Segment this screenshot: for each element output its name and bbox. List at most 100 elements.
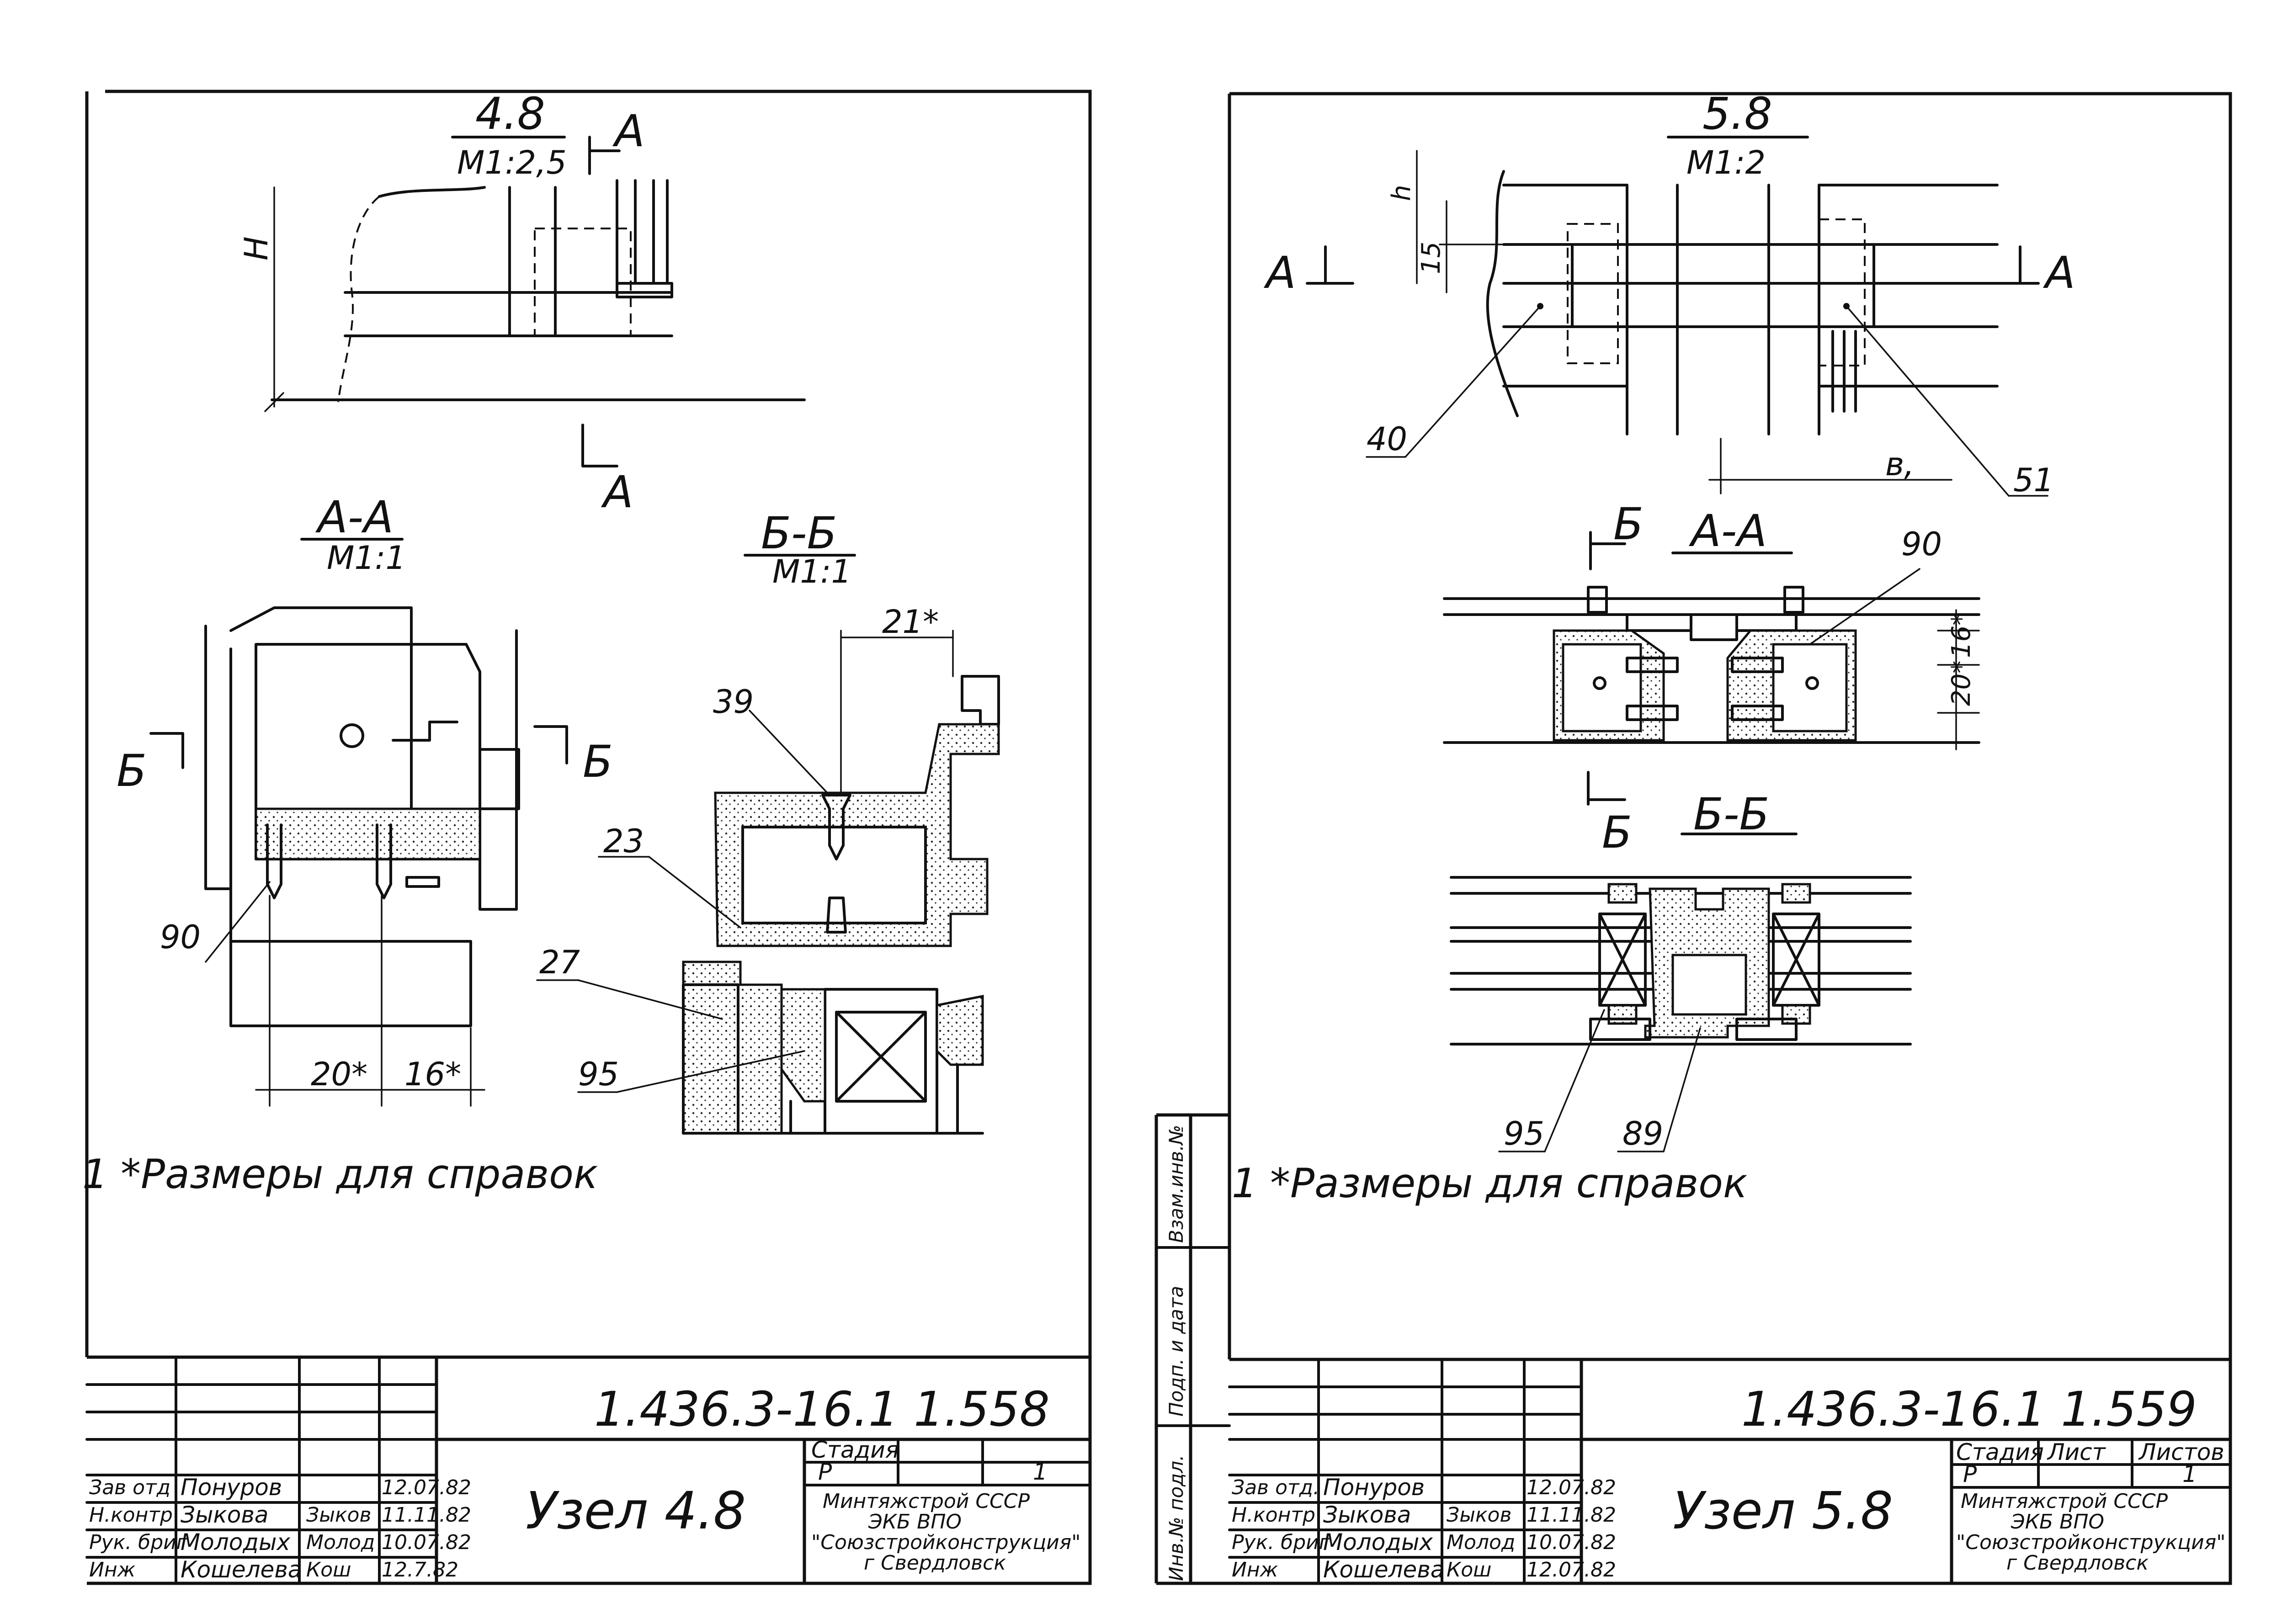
bb-spacer-box xyxy=(835,1011,927,1103)
plan2-hidden-right xyxy=(1818,218,1866,366)
node-header: 4.8 xyxy=(475,88,545,139)
bb2-seal-bl xyxy=(1607,1004,1638,1025)
tb-stage: Р xyxy=(818,1459,832,1485)
note-reference-sizes-2: 1 *Размеры для справок xyxy=(1232,1160,1747,1207)
tb-role-3: Рук. бриг xyxy=(89,1531,187,1554)
cut-mark-top: A xyxy=(612,106,645,157)
tb2-stage: Р xyxy=(1963,1461,1977,1487)
aa2-pin-4 xyxy=(1731,705,1784,721)
callout-23: 23 xyxy=(603,823,644,860)
bb-left-block xyxy=(682,961,783,1135)
tb-role-2: Н.контр xyxy=(89,1503,173,1527)
sheet-left: 4.8 M1:2,5 A H xyxy=(82,88,1092,1585)
aa-hatched-fill xyxy=(255,807,481,860)
tb-node-name: Узел 4.8 xyxy=(526,1481,746,1541)
callout-39-leader xyxy=(749,710,828,794)
tb2-org-1: Минтяжстрой СССР xyxy=(1961,1490,2168,1513)
tb-role-4: Инж xyxy=(89,1558,136,1582)
tb2-name-4: Кошелева xyxy=(1323,1556,1444,1583)
bb-screw-lower xyxy=(826,897,847,934)
tb2-name-2: Зыкова xyxy=(1323,1502,1411,1528)
callout-40-leader xyxy=(1404,305,1541,458)
callout-27: 27 xyxy=(539,944,580,981)
tb-org-2: ЭКБ ВПО xyxy=(868,1510,962,1534)
aa-screw-hole xyxy=(340,723,364,748)
tb-code: 1.436.3-16.1 1.558 xyxy=(594,1381,1050,1437)
aa2-cut-label: Б xyxy=(1613,499,1644,550)
bb2-seal-tr xyxy=(1781,883,1811,904)
dim-h-label: H xyxy=(238,236,275,260)
title-block-left: 1.436.3-16.1 1.558 Узел 4.8 Стадия Р 1 М… xyxy=(85,1355,1091,1585)
tb2-sign-3: Молод xyxy=(1447,1531,1515,1554)
aa-lower-box xyxy=(229,887,472,1027)
callout-23-leader xyxy=(648,856,741,929)
aa2-center-notch xyxy=(1690,613,1738,641)
cut-mark-bottom: A xyxy=(601,467,633,518)
plan2-hidden-left xyxy=(1567,223,1619,364)
tb2-org-3: "Союзстройконструкция" xyxy=(1956,1531,2225,1554)
bb2-central-cavity xyxy=(1671,954,1747,1016)
aa-step xyxy=(392,721,458,742)
callout-90: 90 xyxy=(160,918,201,956)
tb2-sheet: 1 xyxy=(2182,1461,2197,1487)
tb2-role-4: Инж xyxy=(1232,1558,1278,1582)
tb2-sign-2: Зыков xyxy=(1447,1503,1511,1527)
aa2-dim-16: 16* xyxy=(1947,613,1976,658)
tb-org-4: г Свердловск xyxy=(864,1551,1006,1575)
break-line-top xyxy=(378,186,486,198)
tb-stage-label: Стадия xyxy=(811,1437,899,1463)
aa-dim-right: 16* xyxy=(404,1056,461,1093)
callout-95b: 95 xyxy=(1504,1115,1544,1152)
stamp-replace-inv: Взам.инв.№ xyxy=(1165,1125,1187,1243)
tb2-date-4: 12.07.82 xyxy=(1527,1558,1616,1582)
aa2-notch-left xyxy=(1626,613,1692,632)
tb-date-3: 10.07.82 xyxy=(382,1531,471,1554)
tb-name-4: Кошелева xyxy=(181,1556,302,1583)
tb-name-1: Понуров xyxy=(181,1474,282,1501)
tb-name-3: Молодых xyxy=(181,1529,290,1555)
aa-left-flange xyxy=(204,625,232,890)
callout-95-leader xyxy=(616,1050,805,1093)
sheet-right: Взам.инв.№ Подп. и дата Инв.№ подл. 5.8 … xyxy=(1154,88,2232,1585)
tb2-sheets-label: Листов xyxy=(2138,1439,2224,1465)
callout-95: 95 xyxy=(578,1056,619,1093)
scale-header: M1:2,5 xyxy=(457,144,567,181)
aa2-pin-3 xyxy=(1731,657,1784,673)
tb2-role-2: Н.контр xyxy=(1232,1503,1315,1527)
title-block-right: 1.436.3-16.1 1.559 Узел 5.8 Стадия Лист … xyxy=(1228,1358,2232,1585)
tb2-org-2: ЭКБ ВПО xyxy=(2011,1510,2104,1534)
callout-90-leader xyxy=(205,881,271,963)
aa2-screw-top-l xyxy=(1587,586,1608,614)
dim-h-tick xyxy=(264,392,284,412)
aa2-dim-20: 20* xyxy=(1947,661,1976,706)
aa-cut-left-label: Б xyxy=(117,745,147,796)
sheet-right-frame xyxy=(1156,92,2232,1585)
sheet-left-frame xyxy=(87,90,1092,1585)
tb2-role-1: Зав отд. xyxy=(1232,1476,1319,1499)
aa2-hole-left xyxy=(1593,676,1606,690)
plan2-insert-left xyxy=(1571,243,1679,328)
tb-org-3: "Союзстройконструкция" xyxy=(811,1531,1080,1554)
tb2-sheet-label: Лист xyxy=(2047,1439,2106,1465)
tb-name-2: Зыкова xyxy=(181,1502,268,1528)
stamp-inv-original: Инв.№ подл. xyxy=(1165,1455,1187,1581)
bb2-bead-l xyxy=(1589,1018,1651,1041)
bb-screw-39 xyxy=(821,794,851,860)
bb2-spacer-l-x2 xyxy=(1598,913,1647,1007)
bb2-bead-r xyxy=(1735,1018,1798,1041)
aa-cut-right xyxy=(533,725,568,764)
cut2-left-label: A xyxy=(1263,247,1296,298)
bb2-spacer-r-x2 xyxy=(1772,913,1820,1007)
aa-screw-1 xyxy=(266,823,282,899)
tb2-date-3: 10.07.82 xyxy=(1527,1531,1616,1554)
bb-spacer-x2 xyxy=(835,1011,927,1103)
dim2-b: в, xyxy=(1885,446,1915,483)
tb-sheet: 1 xyxy=(1033,1459,1048,1485)
tb-date-2: 11.11.82 xyxy=(382,1503,471,1527)
tb-date-4: 12.7.82 xyxy=(382,1558,458,1582)
tb2-date-1: 12.07.82 xyxy=(1527,1476,1616,1499)
aa-cut-left xyxy=(149,732,184,769)
scale-header-2: M1:2 xyxy=(1686,144,1766,181)
callout-27-leader xyxy=(577,979,723,1020)
plan-view-4-8: 4.8 M1:2,5 A H xyxy=(238,88,806,518)
